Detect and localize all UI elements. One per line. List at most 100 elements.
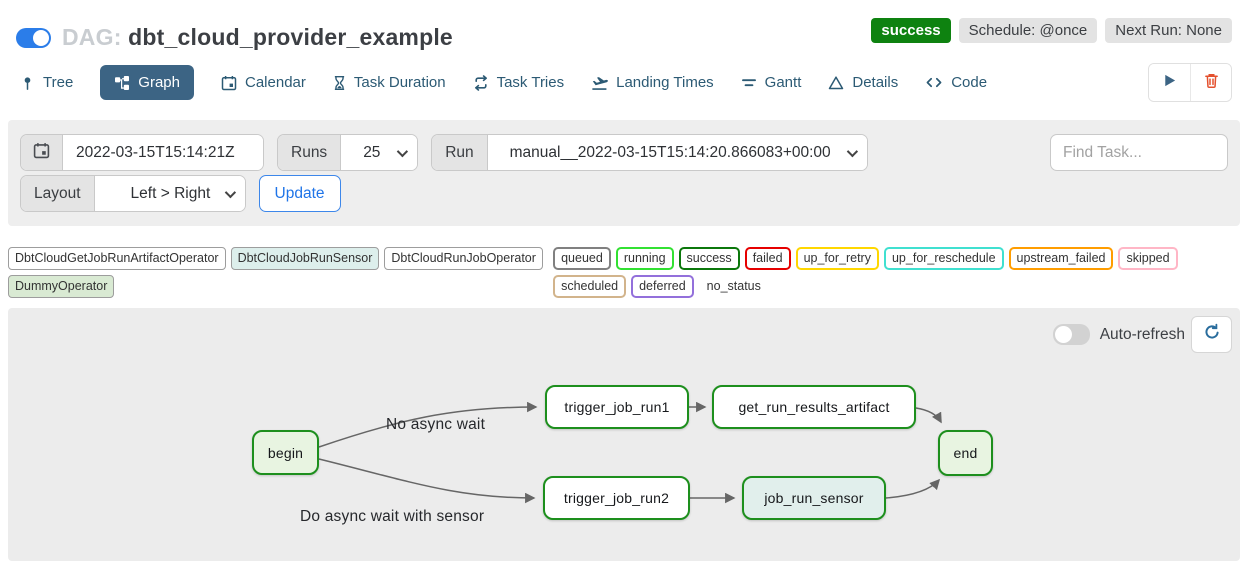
tab-label: Landing Times <box>616 74 714 91</box>
status-legend-item-up_for_retry: up_for_retry <box>795 247 879 270</box>
tab-label: Gantt <box>764 74 802 91</box>
dag-name: dbt_cloud_provider_example <box>128 24 453 50</box>
edge-get_run_results_artifact-to-end <box>915 407 942 424</box>
trigger-dag-button[interactable] <box>1149 64 1190 101</box>
graph-node-end[interactable]: end <box>938 430 993 476</box>
tab-label: Task Tries <box>496 74 565 91</box>
tab-tree[interactable]: Tree <box>20 74 73 91</box>
refresh-button[interactable] <box>1191 316 1232 353</box>
tab-gantt[interactable]: Gantt <box>741 74 802 91</box>
repeat-icon <box>473 74 489 91</box>
tab-code[interactable]: Code <box>925 74 987 91</box>
graph-edges <box>318 401 942 504</box>
graph-node-get_run_results_artifact[interactable]: get_run_results_artifact <box>712 385 916 429</box>
auto-refresh-label: Auto-refresh <box>1099 325 1185 343</box>
tab-calendar[interactable]: Calendar <box>221 74 306 91</box>
chevron-down-icon <box>846 145 858 157</box>
chevron-down-icon <box>396 145 409 157</box>
status-legend-item-scheduled: scheduled <box>553 275 627 298</box>
filter-row-1: 2022-03-15T15:14:21Z Runs 25 Run manual_… <box>20 134 1228 171</box>
edge-job_run_sensor-to-end <box>885 478 941 499</box>
filter-panel: 2022-03-15T15:14:21Z Runs 25 Run manual_… <box>8 120 1240 226</box>
status-legend-item-queued: queued <box>553 247 611 270</box>
status-legend-item-skipped: skipped <box>1118 247 1178 270</box>
run-group: Run manual__2022-03-15T15:14:20.866083+0… <box>431 134 868 171</box>
graph-node-begin[interactable]: begin <box>252 430 319 475</box>
tab-task-duration[interactable]: Task Duration <box>333 74 446 91</box>
next-run-badge: Next Run: None <box>1105 18 1232 43</box>
run-select[interactable]: manual__2022-03-15T15:14:20.866083+00:00 <box>487 135 867 170</box>
runs-label: Runs <box>278 135 342 170</box>
layout-group: Layout Left > Right <box>20 175 246 212</box>
status-legend-item-upstream_failed: upstream_failed <box>1008 247 1114 270</box>
triangle-icon <box>828 75 844 91</box>
find-task-input[interactable] <box>1050 134 1228 171</box>
gantt-icon <box>741 75 757 91</box>
auto-refresh-toggle[interactable] <box>1052 324 1090 345</box>
base-date-input[interactable]: 2022-03-15T15:14:21Z <box>63 135 263 170</box>
tab-landing-times[interactable]: Landing Times <box>591 74 714 91</box>
graph-node-job_run_sensor[interactable]: job_run_sensor <box>742 476 886 520</box>
tab-label: Tree <box>43 74 74 91</box>
status-badge[interactable]: success <box>871 18 951 43</box>
status-legend-item-deferred: deferred <box>631 275 694 298</box>
tab-label: Calendar <box>245 74 306 91</box>
graph-node-trigger_job_run2[interactable]: trigger_job_run2 <box>543 476 690 520</box>
refresh-icon <box>1203 323 1221 346</box>
filter-row-2: Layout Left > Right Update <box>20 175 1228 212</box>
runs-select[interactable]: 25 <box>341 135 418 170</box>
edge-label: No async wait <box>386 416 486 433</box>
status-legend-item-success: success <box>678 247 740 270</box>
tree-icon <box>20 75 35 91</box>
run-label: Run <box>432 135 488 170</box>
status-legend-item-up_for_reschedule: up_for_reschedule <box>883 247 1004 270</box>
tab-label: Code <box>951 74 988 91</box>
trash-icon <box>1204 72 1219 94</box>
delete-dag-button[interactable] <box>1190 64 1231 101</box>
tab-details[interactable]: Details <box>828 74 898 91</box>
auto-refresh-control: Auto-refresh <box>1052 316 1185 353</box>
hourglass-icon <box>333 75 346 91</box>
runs-group: Runs 25 <box>277 134 419 171</box>
tab-label: Graph <box>138 74 180 91</box>
tab-label: Task Duration <box>353 74 446 91</box>
dag-header: DAG: dbt_cloud_provider_example success … <box>0 0 1248 57</box>
tab-task-tries[interactable]: Task Tries <box>473 74 565 91</box>
status-legend-item-running: running <box>615 247 674 270</box>
dag-title-row: DAG: dbt_cloud_provider_example <box>16 24 453 51</box>
chevron-down-icon <box>224 186 236 198</box>
operator-legend-item: DbtCloudGetJobRunArtifactOperator <box>8 247 226 270</box>
dag-action-buttons <box>1148 63 1232 102</box>
header-badges: success Schedule: @once Next Run: None <box>871 18 1232 43</box>
toggle-knob <box>1054 326 1072 343</box>
calendar-picker-button[interactable] <box>21 135 63 170</box>
status-legend-item-failed: failed <box>744 247 791 270</box>
dag-pause-toggle[interactable] <box>16 27 51 48</box>
graph-icon <box>114 75 130 91</box>
update-button[interactable]: Update <box>258 175 341 212</box>
dag-label: DAG: <box>62 24 122 50</box>
base-date-group: 2022-03-15T15:14:21Z <box>20 134 264 171</box>
code-icon <box>925 75 943 90</box>
layout-value: Left > Right <box>130 184 211 202</box>
page-title: DAG: dbt_cloud_provider_example <box>62 24 453 51</box>
graph-node-trigger_job_run1[interactable]: trigger_job_run1 <box>545 385 689 429</box>
tab-graph[interactable]: Graph <box>100 65 194 100</box>
schedule-badge: Schedule: @once <box>958 18 1098 43</box>
play-icon <box>1162 73 1177 93</box>
view-tabbar: Tree Graph Calendar Task Duration Task Tries… <box>0 57 1248 112</box>
run-value: manual__2022-03-15T15:14:20.866083+00:00 <box>509 143 831 161</box>
tab-list: Tree Graph Calendar Task Duration Task Tries… <box>20 65 987 100</box>
graph-panel: Auto-refresh begin trigger_job_run1 get_ru… <box>8 308 1240 561</box>
layout-select[interactable]: Left > Right <box>94 176 245 211</box>
status-legend-item-no_status: no_status <box>706 279 761 293</box>
tab-label: Details <box>852 74 899 91</box>
plane-landing-icon <box>591 75 609 91</box>
operator-legend-item: DbtCloudJobRunSensor <box>230 247 380 270</box>
operator-legend-item: DummyOperator <box>8 275 115 298</box>
edge-begin-to-trigger_job_run2 <box>318 458 536 504</box>
edge-begin-to-trigger_job_run1 <box>318 401 538 448</box>
